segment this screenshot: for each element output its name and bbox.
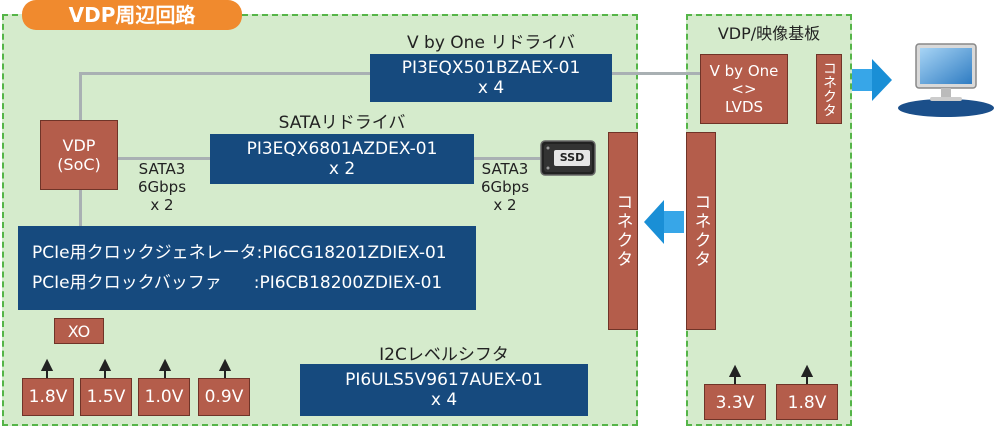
sata-right-speed: 6Gbps <box>480 178 530 196</box>
sata-spec-left: SATA3 6Gbps x 2 <box>122 160 202 214</box>
pcie-gen-label: PCIe用クロックジェネレータ <box>32 243 257 263</box>
ssd-label: SSD <box>559 151 585 164</box>
i2c-level-shifter-label: I2Cレベルシフタ <box>379 345 509 365</box>
sata-right-count: x 2 <box>493 196 517 214</box>
pcie-clock-block: PCIe用クロックジェネレータ:PI6CG18201ZDIEX-01 PCIe用… <box>18 226 476 310</box>
sata-line-right <box>474 157 540 160</box>
voltage-rail-2: 1.5V <box>80 378 132 416</box>
power-stem-1 <box>46 368 48 378</box>
vbyone-redriver-qty: x 4 <box>477 78 505 98</box>
video-board-connector: コネクタ <box>686 132 716 330</box>
vbyone-redriver-chip: PI3EQX501BZAEX-01 x 4 <box>370 54 612 102</box>
power-arrow-3: ▲ <box>158 354 172 373</box>
power-arrow-2: ▲ <box>98 354 112 373</box>
lvds-conv-line3: LVDS <box>724 98 764 116</box>
vbyone-redriver-part: PI3EQX501BZAEX-01 <box>401 58 581 78</box>
sata-redriver-label: SATAリドライバ <box>278 113 406 133</box>
display-connector: コネクタ <box>816 54 842 124</box>
pcie-buf-part: :PI6CB18200ZDIEX-01 <box>253 273 443 293</box>
right-panel-title: VDP/映像基板 <box>717 24 821 43</box>
sata-left-speed: 6Gbps <box>137 178 187 196</box>
xo-label: XO <box>67 321 91 341</box>
i2c-qty: x 4 <box>430 390 458 410</box>
sata-spec-right: SATA3 6Gbps x 2 <box>470 160 540 214</box>
voltage-rail-5: 3.3V <box>704 384 766 420</box>
display-connector-label: コネクタ <box>821 61 837 117</box>
left-connector: コネクタ <box>608 132 638 330</box>
sata-left-count: x 2 <box>150 196 174 214</box>
power-stem-2 <box>104 368 106 378</box>
vbyone-lvds-converter: V by One <> LVDS <box>700 54 788 124</box>
vbyone-line-left <box>80 72 370 75</box>
ssd-icon: SSD <box>540 140 596 176</box>
pcie-gen-part: :PI6CG18201ZDIEX-01 <box>256 243 447 263</box>
vdp-soc-block: VDP (SoC) <box>40 120 118 190</box>
left-panel-title: VDP周辺回路 <box>22 0 242 30</box>
arrow-right-icon <box>852 56 894 104</box>
lvds-conv-line1: V by One <box>709 62 779 80</box>
arrow-left-icon <box>642 196 686 248</box>
sata-right-type: SATA3 <box>481 160 529 178</box>
voltage-rail-6: 1.8V <box>776 384 838 420</box>
lvds-conv-line2: <> <box>731 80 757 98</box>
i2c-level-shifter-chip: PI6ULS5V9617AUEX-01 x 4 <box>300 364 588 416</box>
power-stem-5 <box>734 374 736 384</box>
pcie-clock-buffer-row: PCIe用クロックバッファ :PI6CB18200ZDIEX-01 <box>18 268 476 298</box>
vbyone-redriver-label: V by One リドライバ <box>407 33 575 53</box>
voltage-rail-1: 1.8V <box>22 378 74 416</box>
power-stem-3 <box>164 368 166 378</box>
sata-redriver-chip: PI3EQX6801AZDEX-01 x 2 <box>210 134 474 184</box>
sata-line-left <box>118 157 210 160</box>
sata-redriver-qty: x 2 <box>328 159 356 179</box>
vdp-label: VDP <box>62 136 96 155</box>
pcie-buf-label: PCIe用クロックバッファ <box>32 273 222 293</box>
sata-left-type: SATA3 <box>138 160 186 178</box>
video-board-connector-label: コネクタ <box>690 193 711 269</box>
left-connector-label: コネクタ <box>612 193 633 269</box>
i2c-part: PI6ULS5V9617AUEX-01 <box>345 370 543 390</box>
voltage-rail-3: 1.0V <box>138 378 190 416</box>
xo-oscillator: XO <box>54 318 104 344</box>
pcie-clock-generator-row: PCIe用クロックジェネレータ:PI6CG18201ZDIEX-01 <box>18 238 476 268</box>
monitor-icon <box>894 40 998 120</box>
soc-label: (SoC) <box>57 155 101 174</box>
sata-redriver-part: PI3EQX6801AZDEX-01 <box>246 139 438 159</box>
power-arrow-5: ▲ <box>728 360 742 379</box>
power-arrow-4: ▲ <box>218 354 232 373</box>
voltage-rail-4: 0.9V <box>198 378 250 416</box>
power-stem-4 <box>224 368 226 378</box>
vbyone-line-right <box>612 72 700 75</box>
power-arrow-6: ▲ <box>800 360 814 379</box>
power-stem-6 <box>806 374 808 384</box>
power-arrow-1: ▲ <box>40 354 54 373</box>
